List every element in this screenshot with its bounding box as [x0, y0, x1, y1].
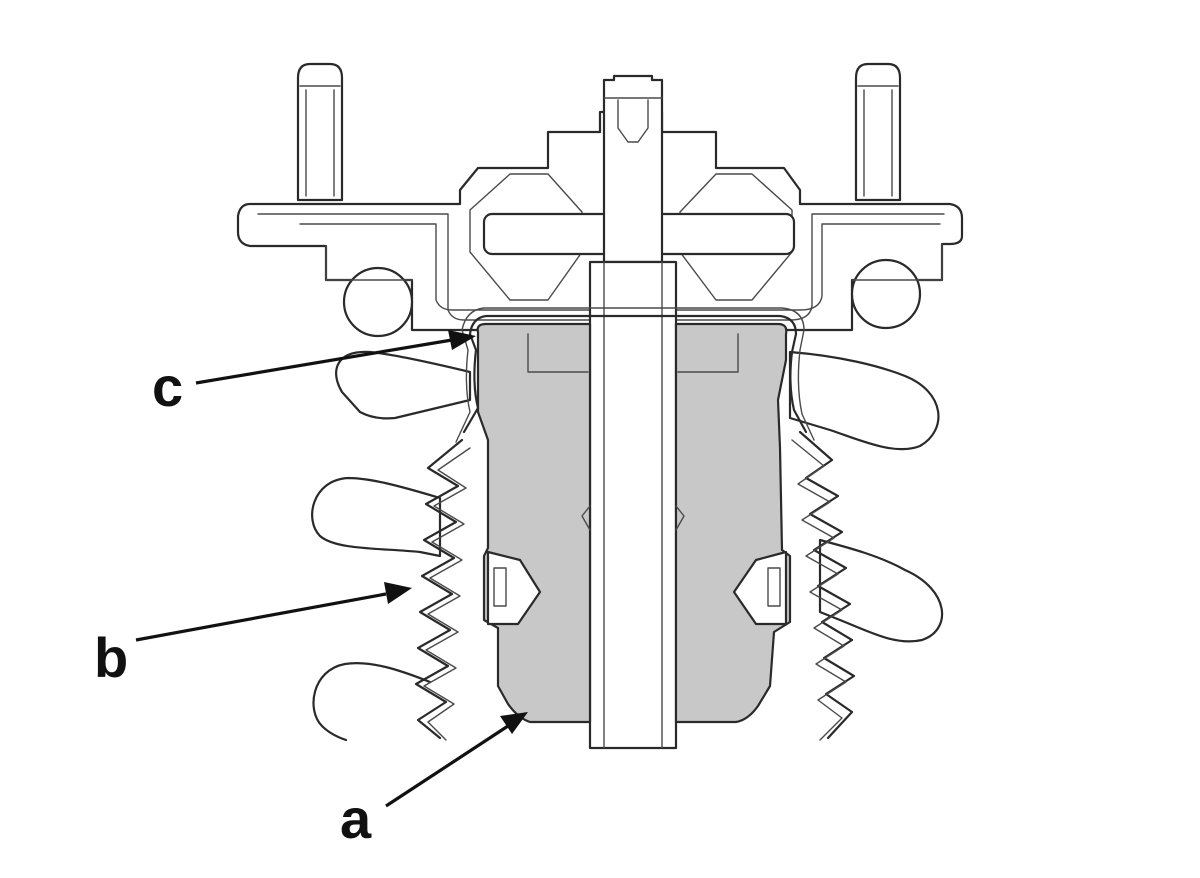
bump-stop-left-half — [476, 322, 592, 724]
dust-boot-bellows-left — [414, 438, 471, 741]
callout-label-b: b — [94, 626, 128, 689]
dust-boot-bellows-right — [791, 430, 856, 741]
coil-right-upper — [788, 350, 940, 451]
piston-rod — [588, 74, 678, 750]
coil-left-upper — [335, 350, 472, 420]
coil-left-lower — [312, 662, 432, 742]
callout-label-a: a — [340, 787, 372, 850]
leader-c — [195, 330, 476, 385]
leader-b — [135, 582, 412, 642]
bump-stop — [476, 322, 792, 724]
coil-left-middle — [311, 476, 442, 558]
leader-a — [385, 712, 528, 808]
dust-cover-cap — [455, 307, 815, 443]
bolt-boss-right — [850, 258, 922, 330]
bolt-boss-left — [342, 266, 414, 338]
callout-label-c: c — [152, 355, 183, 418]
bump-stop-right-half — [674, 322, 792, 724]
mounting-stud-right — [854, 62, 902, 202]
coil-right-middle — [818, 538, 944, 643]
coil-spring — [311, 350, 944, 742]
mounting-stud-left — [296, 62, 344, 202]
